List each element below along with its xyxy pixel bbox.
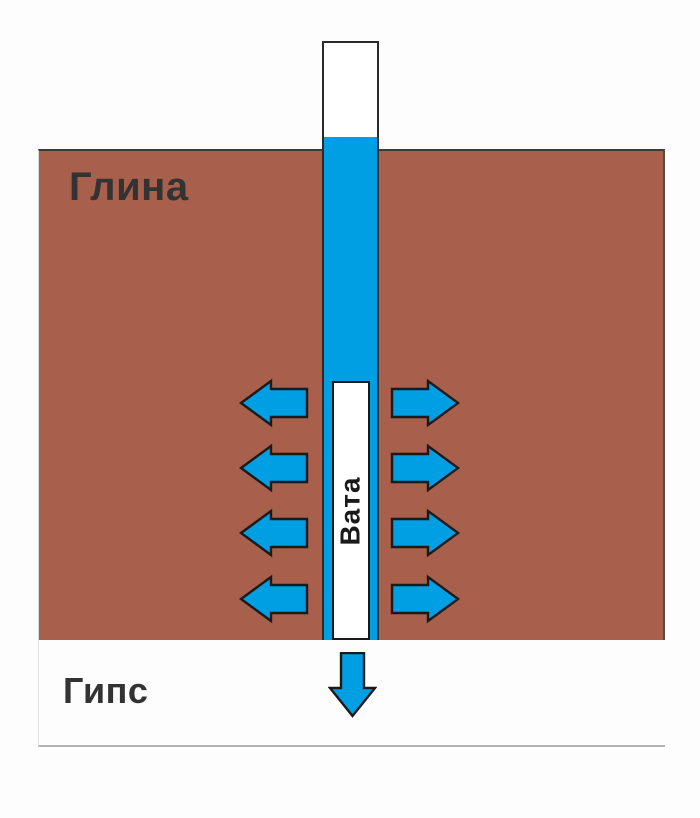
flow-arrow-right-icon [390, 443, 460, 493]
clay-label: Глина [69, 165, 189, 209]
flow-arrow-left-icon [239, 574, 309, 624]
water-level-fill [324, 137, 377, 150]
cotton-wool-plug: Вата [332, 381, 370, 640]
flow-arrow-left-icon [239, 443, 309, 493]
gypsum-label: Гипс [63, 670, 149, 711]
flow-arrow-right-icon [390, 378, 460, 428]
flow-arrow-left-icon [239, 378, 309, 428]
flow-arrow-down-icon [328, 652, 377, 718]
wool-label: Вата [335, 475, 367, 546]
flow-arrow-left-icon [239, 508, 309, 558]
tube-above-ground [322, 41, 379, 150]
flow-arrow-right-icon [390, 508, 460, 558]
flow-arrow-right-icon [390, 574, 460, 624]
